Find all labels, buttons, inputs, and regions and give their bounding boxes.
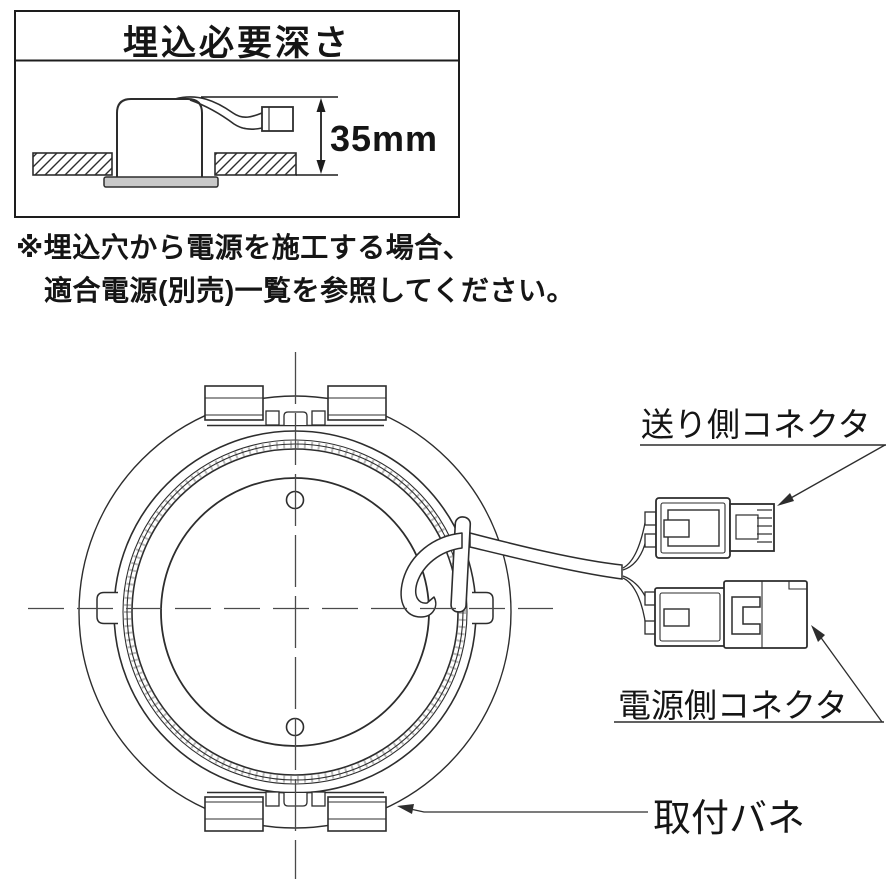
cable-strain-relief [400,516,472,618]
note-line-2: 適合電源(別売)一覧を参照してください。 [44,275,575,306]
depth-dimension-arrow [201,96,338,176]
depth-dimension-value: 35mm [330,118,439,159]
arrowhead-feed [777,493,794,506]
leader-lines [397,444,886,814]
cross-section-connector [261,106,294,132]
arrowhead-power [811,625,825,642]
note-line-1: ※埋込穴から電源を施工する場合、 [16,232,472,263]
depth-cross-section-drawing [32,96,338,188]
panel-title: 埋込必要深さ [122,24,351,63]
power-connector-drawing [644,580,808,649]
mounting-spring-bottom [204,791,387,832]
trim-flange [103,176,219,188]
label-power-connector: 電源側コネクタ [618,687,848,724]
arrowhead-spring [397,804,414,814]
mounting-spring-top [204,385,387,427]
connector-lead-wires [622,517,647,628]
centerlines [28,352,553,879]
feed-connector-drawing [644,497,775,559]
power-cable [469,532,623,580]
label-feed-connector: 送り側コネクタ [641,406,871,443]
downlight-rear-view [78,385,647,832]
depth-section-box [14,10,460,218]
label-mounting-spring: 取付バネ [653,798,806,840]
